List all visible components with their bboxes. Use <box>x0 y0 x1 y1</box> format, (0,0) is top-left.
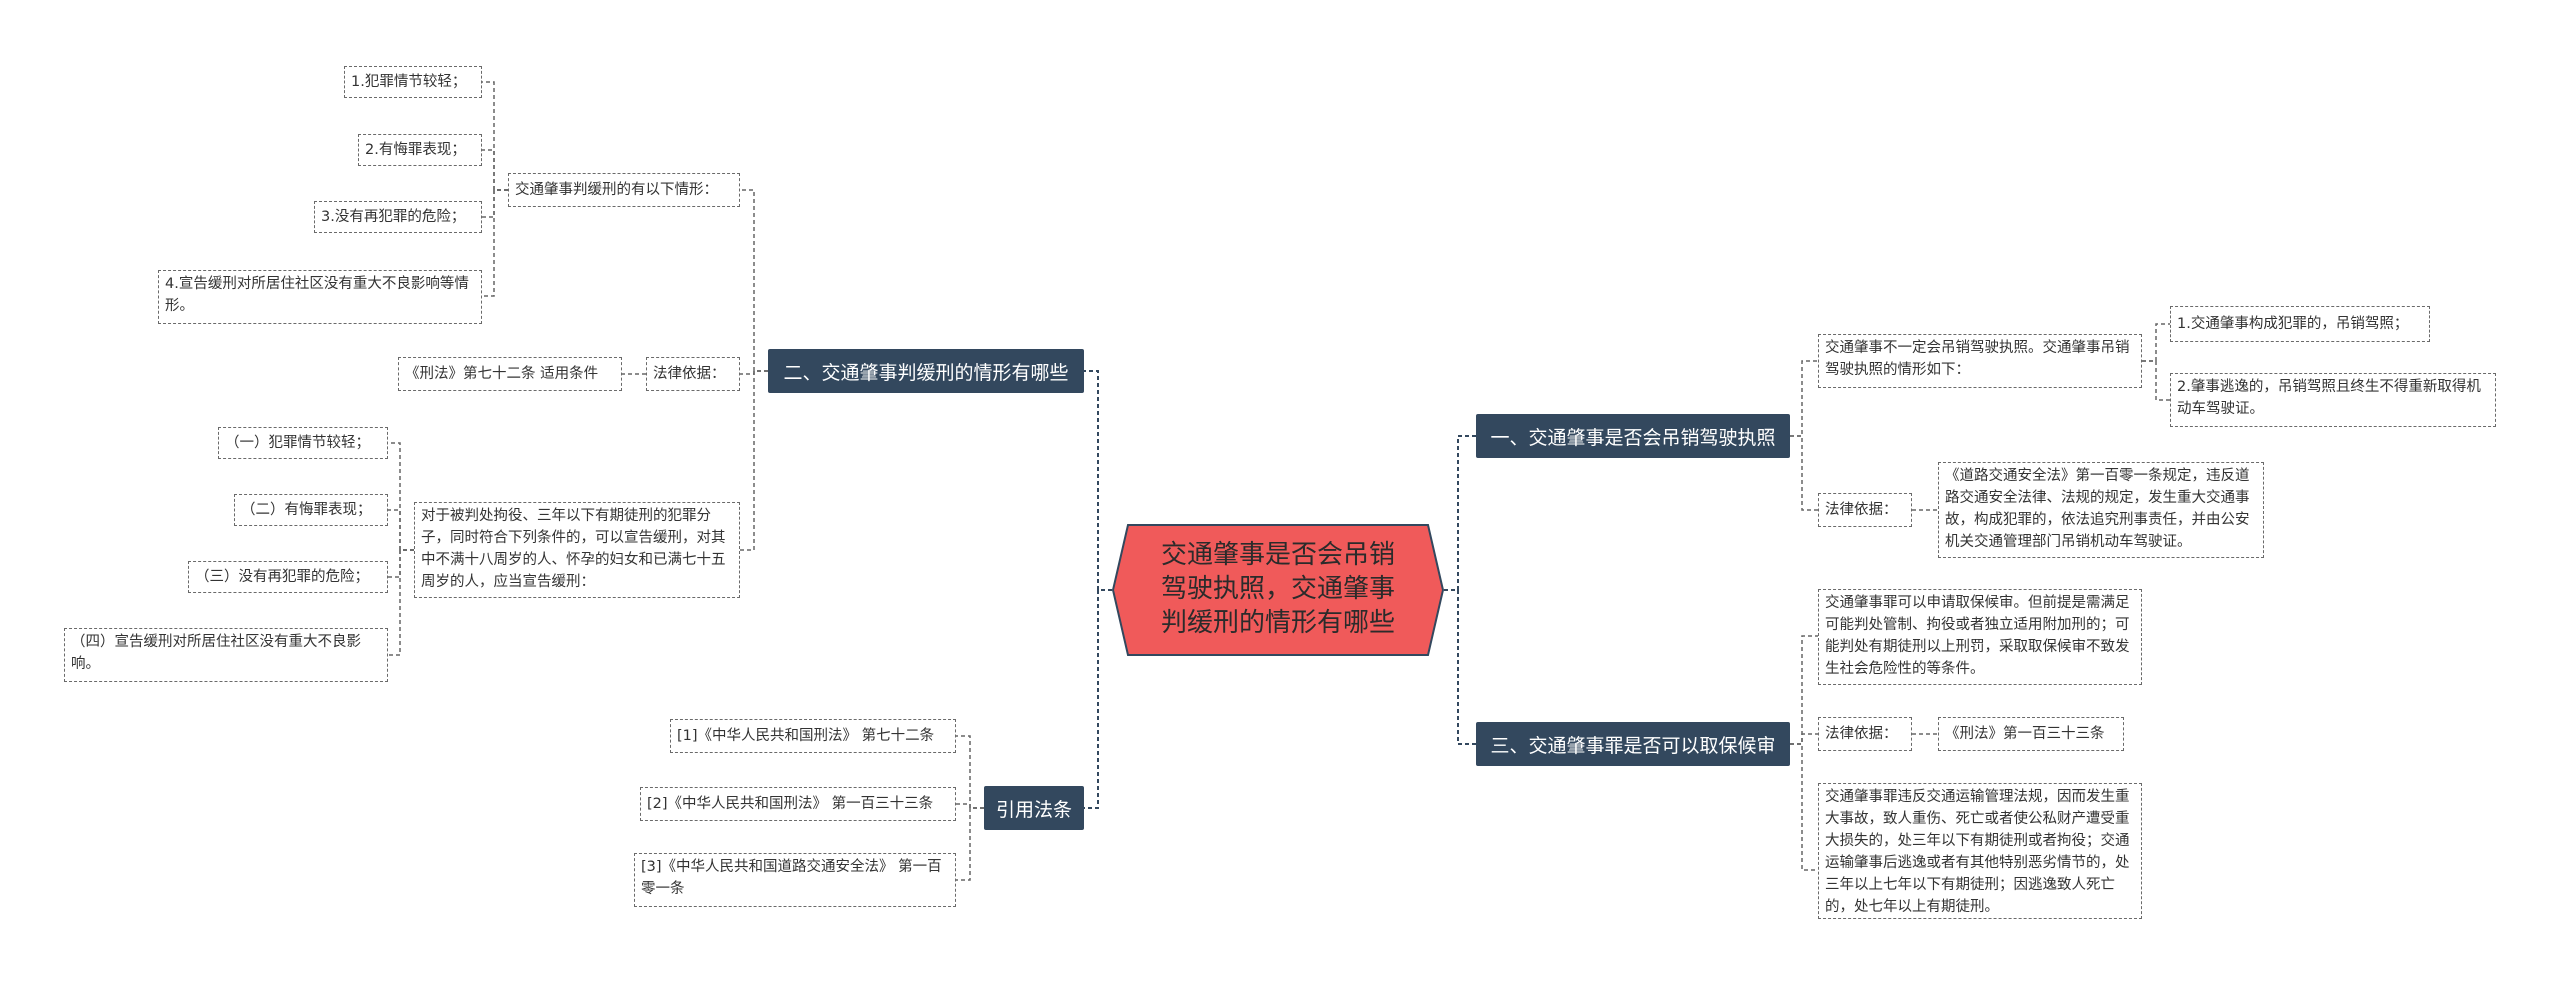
link-intro-case1 <box>2142 323 2170 362</box>
branch-probation-label: 二、交通肇事判缓刑的情形有哪些 <box>783 361 1069 384</box>
b2-c1-node[interactable]: （一）犯罪情节较轻； <box>218 427 388 459</box>
b1-basis-text: 《道路交通安全法》第一百零一条规定，违反道路交通安全法律、法规的规定，发生重大交… <box>1945 468 2250 550</box>
b1-basis-label: 法律依据： <box>1825 502 1898 518</box>
link-b1-basis <box>1790 435 1818 511</box>
b4-law3-node[interactable]: [3]《中华人民共和国道路交通安全法》 第一百零一条 <box>634 853 956 907</box>
b2-article-node[interactable]: 对于被判处拘役、三年以下有期徒刑的犯罪分子，同时符合下列条件的，可以宣告缓刑，对… <box>414 502 740 598</box>
b2-c3-node[interactable]: （三）没有再犯罪的危险； <box>188 561 388 593</box>
b1-case2-text: 2.肇事逃逸的，吊销驾照且终生不得重新取得机动车驾驶证。 <box>2177 379 2481 417</box>
b2-s4-text: 4.宣告缓刑对所居住社区没有重大不良影响等情形。 <box>165 276 469 314</box>
b4-law1-node[interactable]: [1]《中华人民共和国刑法》 第七十二条 <box>670 719 956 753</box>
b3-basis-label: 法律依据： <box>1825 726 1898 742</box>
b2-basis-label-node[interactable]: 法律依据： <box>646 357 740 391</box>
b2-s4-node[interactable]: 4.宣告缓刑对所居住社区没有重大不良影响等情形。 <box>158 270 482 324</box>
root-shape <box>1112 524 1444 656</box>
link-root-b1 <box>1444 435 1476 591</box>
link-b3-text1 <box>1790 635 1818 745</box>
b2-c4-node[interactable]: （四）宣告缓刑对所居住社区没有重大不良影响。 <box>64 628 388 682</box>
b1-intro-text: 交通肇事不一定会吊销驾驶执照。交通肇事吊销驾驶执照的情形如下： <box>1825 340 2130 378</box>
link-b2-situations <box>740 189 768 372</box>
link-b4-law1 <box>956 735 984 809</box>
b3-basis-text: 《刑法》第一百三十三条 <box>1945 726 2105 742</box>
b1-case1-node[interactable]: 1.交通肇事构成犯罪的，吊销驾照； <box>2170 306 2430 342</box>
b1-case2-node[interactable]: 2.肇事逃逸的，吊销驾照且终生不得重新取得机动车驾驶证。 <box>2170 373 2496 427</box>
link-intro-case2 <box>2142 360 2170 401</box>
link-b3-text2 <box>1790 743 1818 871</box>
link-sit-s4 <box>482 189 508 297</box>
b3-text2: 交通肇事罪违反交通运输管理法规，因而发生重大事故，致人重伤、死亡或者使公私财产遭… <box>1825 789 2130 915</box>
b4-law1-text: [1]《中华人民共和国刑法》 第七十二条 <box>677 728 935 744</box>
link-sit-s1 <box>482 81 508 191</box>
branch-bail[interactable]: 三、交通肇事罪是否可以取保候审 <box>1476 722 1790 766</box>
link-art-c1 <box>388 442 414 551</box>
b2-basis-text-node[interactable]: 《刑法》第七十二条 适用条件 <box>398 357 622 391</box>
b2-c2-text: （二）有悔罪表现； <box>241 502 372 518</box>
b2-article-text: 对于被判处拘役、三年以下有期徒刑的犯罪分子，同时符合下列条件的，可以宣告缓刑，对… <box>421 508 726 590</box>
branch-bail-label: 三、交通肇事罪是否可以取保候审 <box>1490 734 1776 757</box>
link-root-b3 <box>1444 589 1476 745</box>
root-topic[interactable]: 交通肇事是否会吊销驾驶执照，交通肇事判缓刑的情形有哪些 <box>1112 524 1444 656</box>
branch-revoke-license-label: 一、交通肇事是否会吊销驾驶执照 <box>1490 426 1776 449</box>
b1-basis-text-node[interactable]: 《道路交通安全法》第一百零一条规定，违反道路交通安全法律、法规的规定，发生重大交… <box>1938 462 2264 558</box>
b2-basis-label: 法律依据： <box>653 366 726 382</box>
branch-cited-laws[interactable]: 引用法条 <box>984 786 1084 830</box>
b3-text2-node[interactable]: 交通肇事罪违反交通运输管理法规，因而发生重大事故，致人重伤、死亡或者使公私财产遭… <box>1818 783 2142 919</box>
branch-probation[interactable]: 二、交通肇事判缓刑的情形有哪些 <box>768 349 1084 393</box>
b3-text1-node[interactable]: 交通肇事罪可以申请取保候审。但前提是需满足可能判处管制、拘役或者独立适用附加刑的… <box>1818 589 2142 685</box>
b2-s2-node[interactable]: 2.有悔罪表现； <box>358 134 482 166</box>
b2-s1-node[interactable]: 1.犯罪情节较轻； <box>344 66 482 98</box>
b2-s2-text: 2.有悔罪表现； <box>365 142 466 158</box>
link-root-b2 <box>1084 370 1112 591</box>
b3-text1: 交通肇事罪可以申请取保候审。但前提是需满足可能判处管制、拘役或者独立适用附加刑的… <box>1825 595 2130 677</box>
link-root-b4 <box>1084 589 1112 809</box>
b3-basis-label-node[interactable]: 法律依据： <box>1818 717 1912 751</box>
b1-intro-node[interactable]: 交通肇事不一定会吊销驾驶执照。交通肇事吊销驾驶执照的情形如下： <box>1818 334 2142 388</box>
b4-law3-text: [3]《中华人民共和国道路交通安全法》 第一百零一条 <box>641 859 942 897</box>
link-b4-law3 <box>956 807 984 881</box>
link-art-c4 <box>388 549 414 656</box>
b4-law2-node[interactable]: [2]《中华人民共和国刑法》 第一百三十三条 <box>640 787 956 821</box>
b2-situations-title: 交通肇事判缓刑的有以下情形： <box>515 182 718 198</box>
root-title: 交通肇事是否会吊销驾驶执照，交通肇事判缓刑的情形有哪些 <box>1160 540 1395 638</box>
b1-case1-text: 1.交通肇事构成犯罪的，吊销驾照； <box>2177 316 2409 332</box>
branch-cited-laws-label: 引用法条 <box>995 798 1072 821</box>
b2-s1-text: 1.犯罪情节较轻； <box>351 74 467 90</box>
b2-s3-node[interactable]: 3.没有再犯罪的危险； <box>314 201 482 233</box>
branch-revoke-license[interactable]: 一、交通肇事是否会吊销驾驶执照 <box>1476 414 1790 458</box>
link-art-c2 <box>388 509 414 551</box>
b1-basis-label-node[interactable]: 法律依据： <box>1818 493 1912 527</box>
link-b4-law2 <box>956 803 984 809</box>
b3-basis-text-node[interactable]: 《刑法》第一百三十三条 <box>1938 717 2124 751</box>
link-b1-intro <box>1790 360 1818 437</box>
b2-c4-text: （四）宣告缓刑对所居住社区没有重大不良影响。 <box>71 634 361 672</box>
link-art-c3 <box>388 549 414 578</box>
link-sit-s3 <box>482 189 508 218</box>
b2-c1-text: （一）犯罪情节较轻； <box>225 435 370 451</box>
b2-basis-text: 《刑法》第七十二条 适用条件 <box>405 366 599 382</box>
b2-c2-node[interactable]: （二）有悔罪表现； <box>234 494 388 526</box>
b4-law2-text: [2]《中华人民共和国刑法》 第一百三十三条 <box>647 796 934 812</box>
link-b2-article <box>740 370 768 551</box>
b2-s3-text: 3.没有再犯罪的危险； <box>321 209 466 225</box>
link-b3-basis <box>1790 733 1818 745</box>
link-sit-s2 <box>482 149 508 191</box>
b2-c3-text: （三）没有再犯罪的危险； <box>195 569 369 585</box>
b2-situations-node[interactable]: 交通肇事判缓刑的有以下情形： <box>508 173 740 207</box>
